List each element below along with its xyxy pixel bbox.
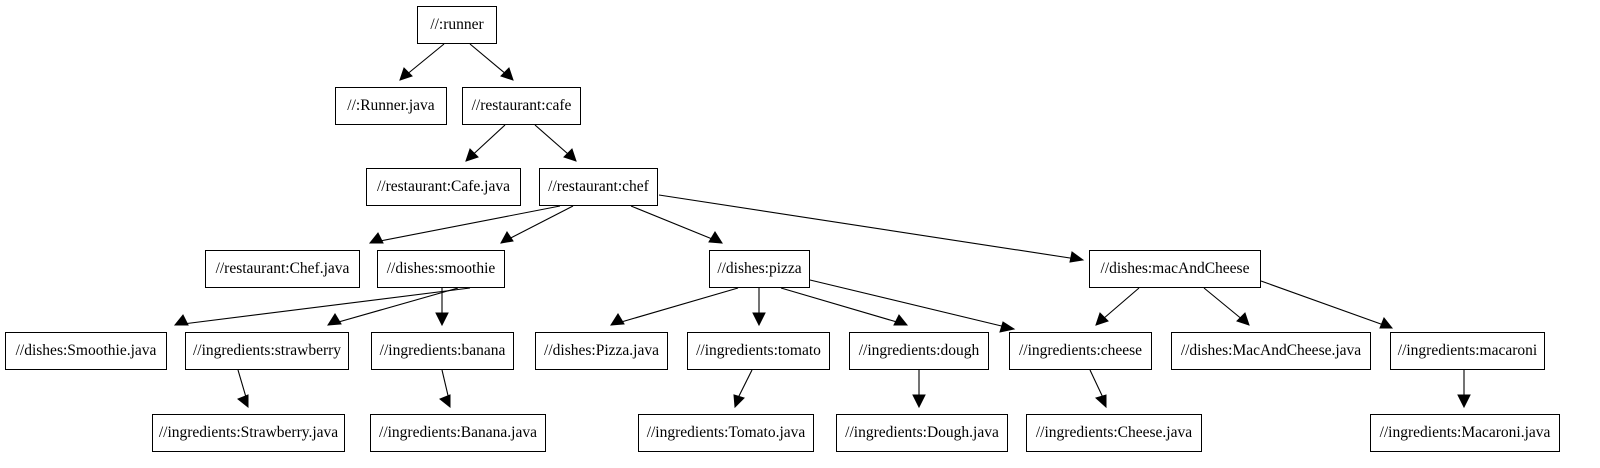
arrowhead-icon: [708, 231, 723, 244]
edge-dishes_pizza-to-ing_dough: [780, 287, 908, 326]
graph-node-label: //ingredients:Dough.java: [845, 424, 999, 442]
graph-node-label: //ingredients:tomato: [696, 342, 821, 360]
graph-node-restaurant_cafe[interactable]: //restaurant:cafe: [462, 87, 581, 125]
graph-node-label: //ingredients:cheese: [1018, 342, 1143, 360]
graph-node-label: //ingredients:Macaroni.java: [1379, 424, 1551, 442]
graph-node-cheese_java[interactable]: //ingredients:Cheese.java: [1026, 414, 1202, 452]
graph-node-strawberry_java[interactable]: //ingredients:Strawberry.java: [152, 414, 345, 452]
graph-node-label: //ingredients:banana: [379, 342, 506, 360]
edge-dishes_pizza-to-ing_cheese: [809, 279, 1015, 330]
arrowhead-icon: [1379, 317, 1394, 329]
edge-dishes_macandchs-to-macandcheese_java: [1203, 287, 1250, 326]
graph-node-dough_java[interactable]: //ingredients:Dough.java: [836, 414, 1008, 452]
arrowhead-icon: [733, 394, 745, 409]
edge-restaurant_cafe-to-cafe_java: [465, 124, 506, 162]
graph-node-label: //dishes:Smoothie.java: [15, 342, 157, 360]
graph-node-ing_dough[interactable]: //ingredients:dough: [849, 332, 989, 370]
graph-node-label: //dishes:MacAndCheese.java: [1180, 342, 1362, 360]
arrowhead-icon: [439, 394, 451, 409]
arrowhead-icon: [327, 313, 342, 326]
graph-node-dishes_smoothie[interactable]: //dishes:smoothie: [377, 250, 505, 288]
graph-node-macaroni_java[interactable]: //ingredients:Macaroni.java: [1370, 414, 1560, 452]
graph-node-cafe_java[interactable]: //restaurant:Cafe.java: [366, 168, 521, 206]
edge-restaurant_cafe-to-restaurant_chef: [534, 124, 577, 162]
graph-node-label: //restaurant:Cafe.java: [377, 178, 510, 196]
edge-dishes_macandchs-to-ing_cheese: [1095, 287, 1140, 326]
graph-node-label: //ingredients:dough: [858, 342, 980, 360]
graph-node-label: //:Runner.java: [347, 97, 435, 115]
arrowhead-icon: [563, 148, 577, 162]
edge-restaurant_chef-to-chef_java: [369, 205, 561, 244]
graph-node-ing_cheese[interactable]: //ingredients:cheese: [1009, 332, 1152, 370]
arrowhead-icon: [999, 321, 1016, 333]
arrowhead-icon: [465, 148, 479, 162]
arrowhead-icon: [500, 67, 514, 81]
graph-node-smoothie_java[interactable]: //dishes:Smoothie.java: [5, 332, 167, 370]
graph-node-dishes_macandchs[interactable]: //dishes:macAndCheese: [1089, 250, 1261, 288]
edge-restaurant_chef-to-dishes_pizza: [630, 205, 723, 244]
graph-node-tomato_java[interactable]: //ingredients:Tomato.java: [638, 414, 814, 452]
graph-node-macandcheese_java[interactable]: //dishes:MacAndCheese.java: [1171, 332, 1371, 370]
arrowhead-icon: [610, 313, 625, 326]
graph-node-ing_banana[interactable]: //ingredients:banana: [371, 332, 514, 370]
arrowhead-icon: [435, 312, 449, 327]
graph-node-label: //ingredients:strawberry: [192, 342, 342, 360]
edge-ing_banana-to-banana_java: [441, 369, 451, 405]
arrowhead-icon: [912, 394, 926, 409]
edge-ing_cheese-to-cheese_java: [1089, 369, 1107, 405]
graph-node-label: //dishes:macAndCheese: [1100, 260, 1250, 278]
graph-node-label: //ingredients:Strawberry.java: [158, 424, 339, 442]
graph-node-dishes_pizza[interactable]: //dishes:pizza: [709, 250, 810, 288]
edge-restaurant_chef-to-dishes_smoothie: [500, 205, 574, 244]
graph-node-label: //ingredients:Tomato.java: [646, 424, 806, 442]
arrowhead-icon: [1069, 251, 1085, 263]
graph-node-pizza_java[interactable]: //dishes:Pizza.java: [535, 332, 668, 370]
graph-node-banana_java[interactable]: //ingredients:Banana.java: [370, 414, 546, 452]
arrowhead-icon: [173, 314, 189, 326]
graph-node-label: //restaurant:cafe: [471, 97, 572, 115]
edge-runner-to-runner_java: [399, 43, 445, 81]
graph-node-label: //restaurant:chef: [548, 178, 649, 196]
graph-node-runner_java[interactable]: //:Runner.java: [335, 87, 447, 125]
edge-ing_strawberry-to-strawberry_java: [237, 369, 249, 405]
arrowhead-icon: [500, 231, 514, 244]
edge-dishes_pizza-to-pizza_java: [610, 287, 739, 326]
graph-node-label: //dishes:smoothie: [386, 260, 496, 278]
graph-node-label: //dishes:Pizza.java: [544, 342, 659, 360]
graph-node-label: //ingredients:macaroni: [1397, 342, 1538, 360]
arrowhead-icon: [368, 232, 384, 244]
graph-node-runner[interactable]: //:runner: [417, 6, 497, 44]
graph-node-label: //ingredients:Cheese.java: [1035, 424, 1193, 442]
edge-runner-to-restaurant_cafe: [469, 43, 514, 81]
edge-dishes_macandchs-to-ing_macaroni: [1260, 280, 1393, 329]
graph-node-ing_strawberry[interactable]: //ingredients:strawberry: [185, 332, 349, 370]
graph-node-label: //:runner: [430, 16, 484, 34]
arrowhead-icon: [237, 394, 249, 409]
arrowhead-icon: [399, 67, 413, 81]
arrowhead-icon: [893, 314, 909, 326]
edge-ing_tomato-to-tomato_java: [734, 369, 753, 405]
arrowhead-icon: [1095, 394, 1107, 409]
arrowhead-icon: [1095, 312, 1109, 326]
graph-node-label: //restaurant:Chef.java: [215, 260, 350, 278]
graph-node-chef_java[interactable]: //restaurant:Chef.java: [205, 250, 360, 288]
arrowhead-icon: [1236, 312, 1250, 326]
graph-node-label: //ingredients:Banana.java: [379, 424, 537, 442]
graph-node-ing_macaroni[interactable]: //ingredients:macaroni: [1390, 332, 1545, 370]
arrowhead-icon: [752, 312, 766, 327]
graph-node-ing_tomato[interactable]: //ingredients:tomato: [687, 332, 830, 370]
edge-dishes_smoothie-to-ing_strawberry: [327, 287, 459, 326]
edge-dishes_smoothie-to-smoothie_java: [174, 287, 471, 326]
graph-node-label: //dishes:pizza: [717, 260, 802, 278]
arrowhead-icon: [1457, 394, 1471, 409]
graph-node-restaurant_chef[interactable]: //restaurant:chef: [539, 168, 658, 206]
